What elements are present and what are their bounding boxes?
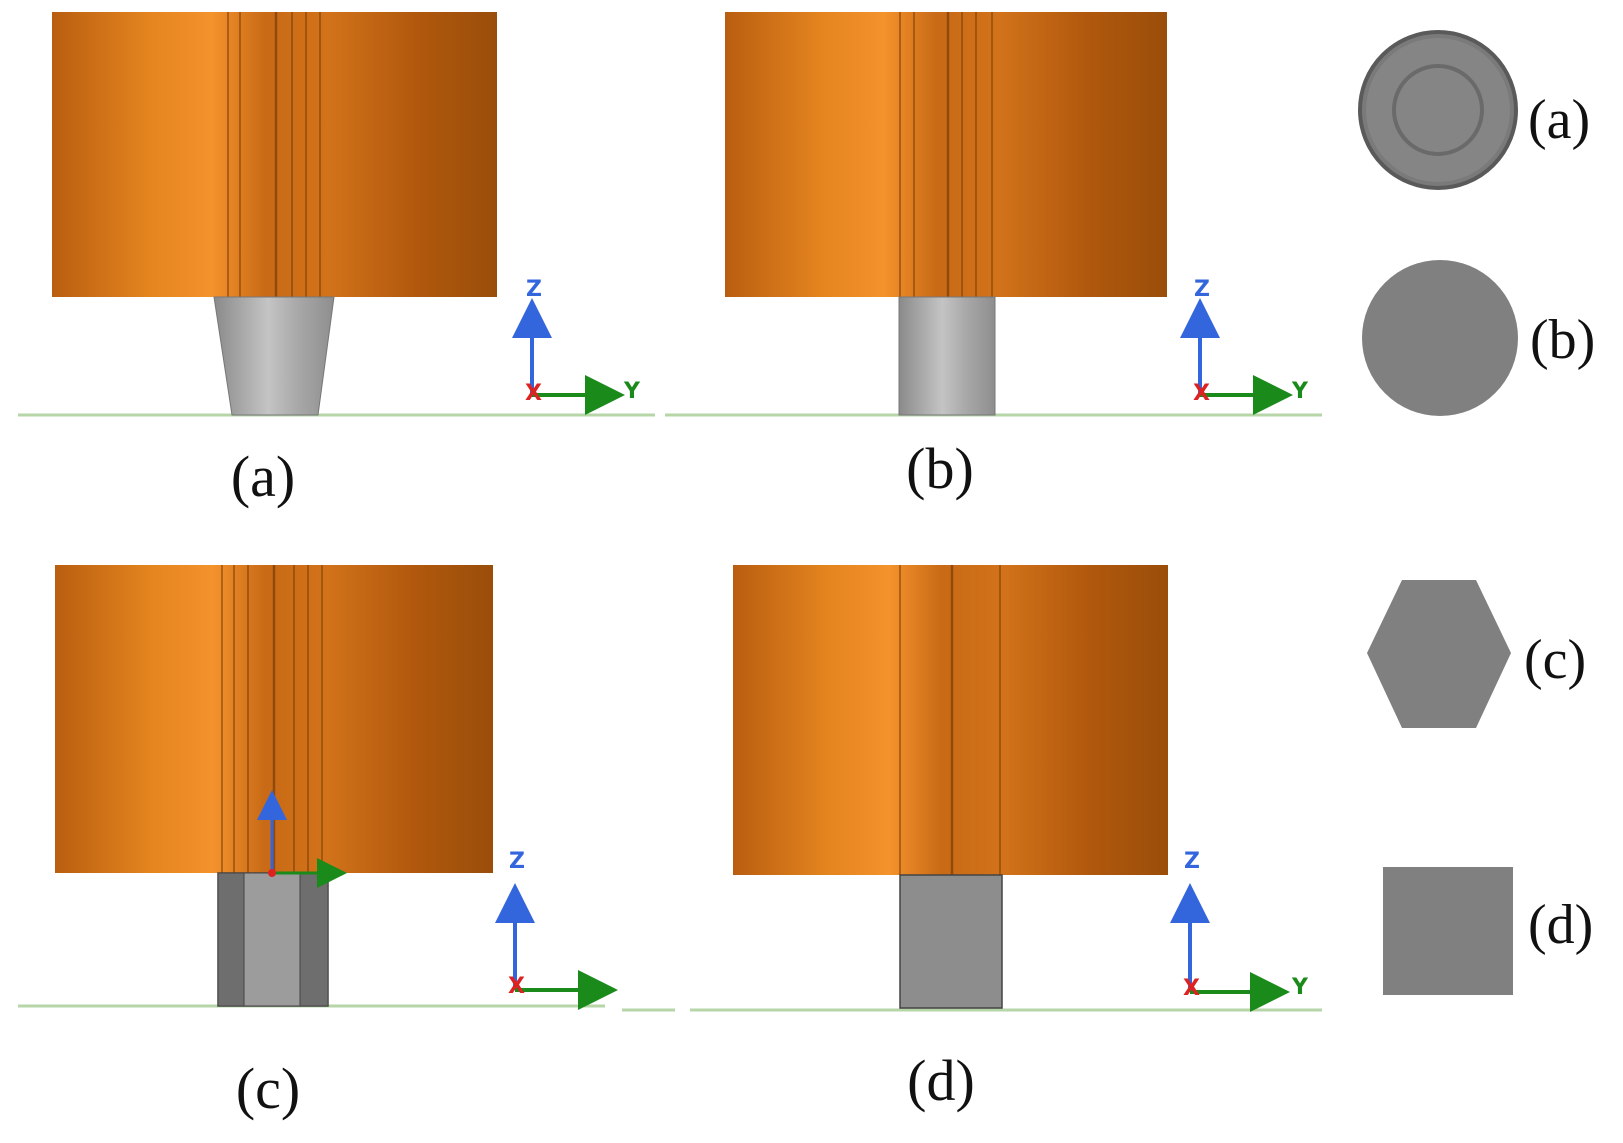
section-label-a: (a) [1528,89,1591,151]
cross-section-c [1367,580,1511,728]
cross-section-b [1362,260,1518,416]
cross-section-a [1358,30,1518,190]
coordinate-triad: Z Y X [1170,849,1309,1012]
coordinate-triad: Z X [495,849,618,1010]
caption-b: (b) [906,436,974,501]
y-axis-label: Y [1291,975,1309,1000]
x-axis-label: X [1183,976,1200,1001]
y-axis-label: Y [1291,379,1309,404]
shoulder-seam-lines [899,12,993,297]
hexagonal-pin [217,872,329,1007]
tapered-pin [213,296,335,416]
y-axis-label: Y [623,379,641,404]
z-axis-label: Z [526,277,542,302]
cross-section-d [1383,867,1513,995]
panel-d: Z Y X [690,565,1322,1012]
x-axis-label: X [1193,381,1210,406]
panel-b: Z Y X [665,12,1322,417]
shoulder-seam-lines [221,565,323,873]
caption-c: (c) [235,1056,301,1121]
z-axis-label: Z [1184,849,1200,874]
caption-a: (a) [230,444,296,509]
coordinate-triad: Z Y X [512,277,641,415]
section-label-c: (c) [1524,629,1587,691]
shoulder [52,12,497,297]
shoulder [733,565,1168,875]
shoulder-seam-lines [899,565,1001,875]
shoulder [725,12,1167,297]
square-pin [899,874,1003,1009]
x-axis-label: X [508,974,525,999]
section-label-d: (d) [1528,894,1594,956]
section-label-b: (b) [1530,309,1596,371]
panel-a: Z Y X [18,12,655,417]
shoulder-seam-lines [227,12,321,297]
cylindrical-pin [898,296,996,416]
x-axis-label: X [525,381,542,406]
panel-c: Z X [18,565,675,1012]
caption-d: (d) [907,1048,975,1113]
z-axis-label: Z [509,849,525,874]
local-triad [257,790,347,888]
z-axis-label: Z [1194,277,1210,302]
coordinate-triad: Z Y X [1180,277,1309,415]
